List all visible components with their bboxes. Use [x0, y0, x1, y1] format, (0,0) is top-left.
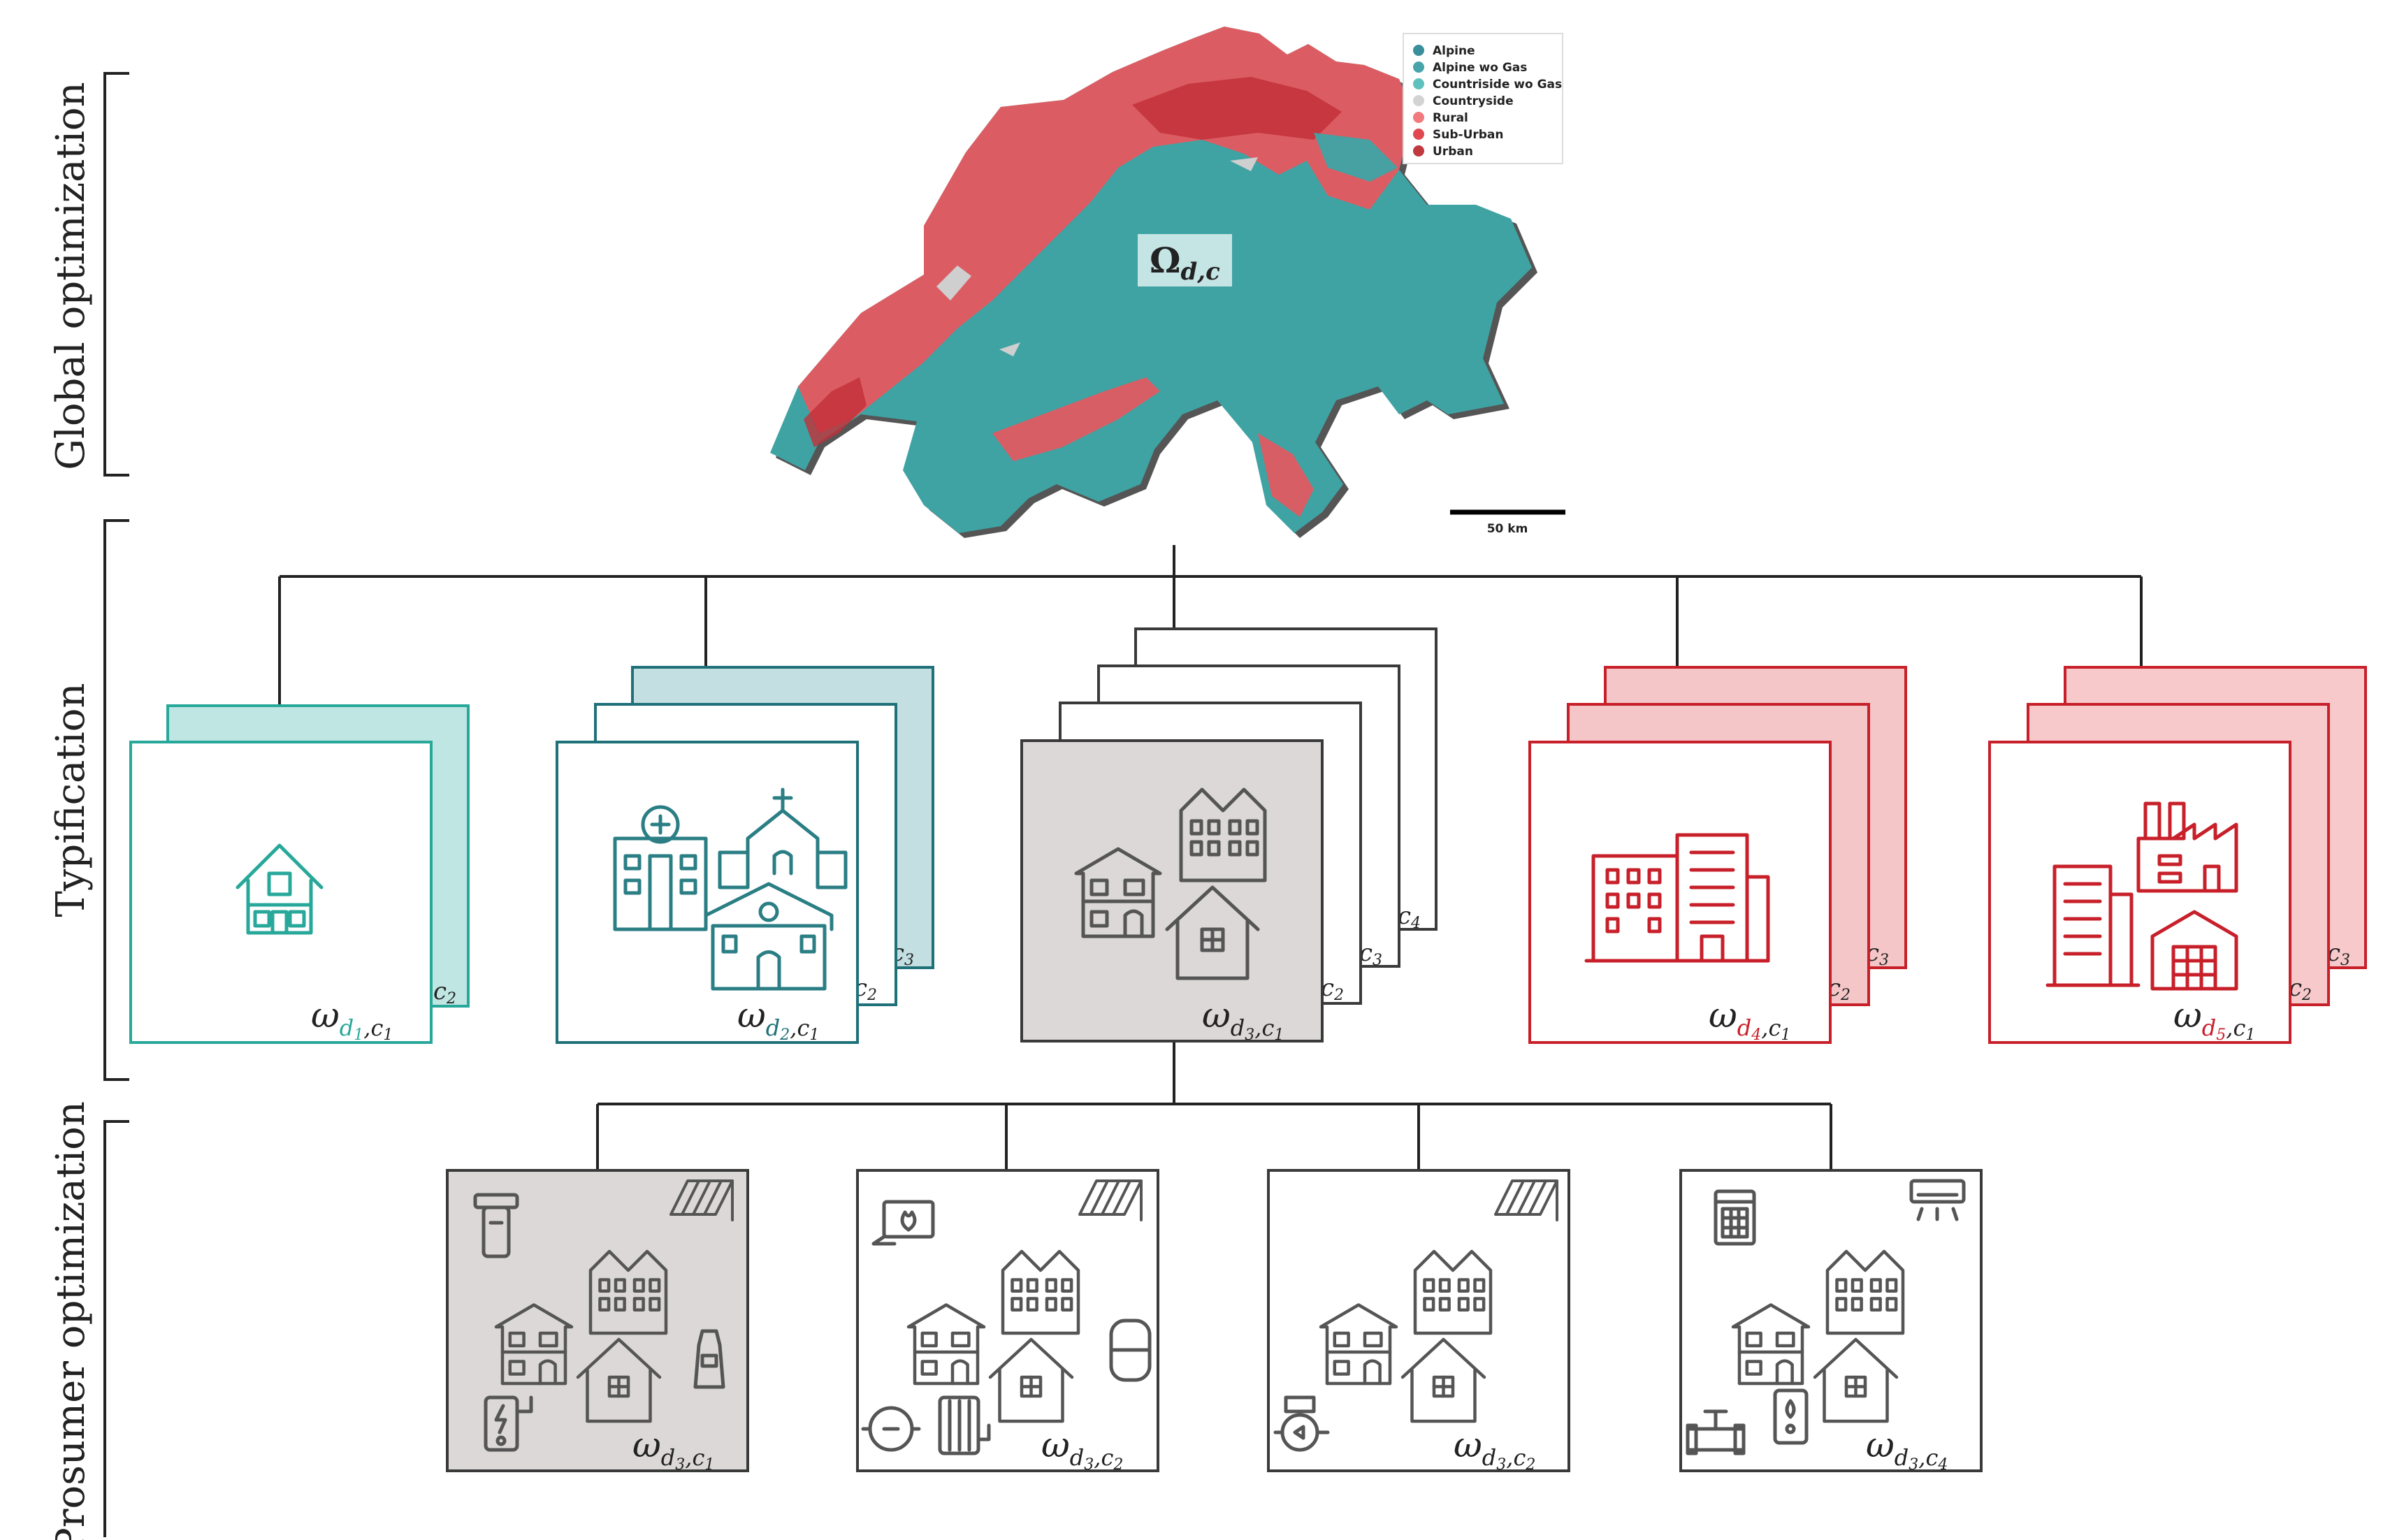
bracket-prosumer: [103, 1120, 129, 1537]
legend-swatch: [1413, 45, 1424, 56]
chalet-icon: [236, 843, 324, 935]
typification-d2[interactable]: c3 c2 ωd2,c1: [556, 666, 934, 1044]
omega-label-bg: [1138, 234, 1232, 286]
legend-label: Alpine: [1433, 44, 1475, 58]
typification-d3[interactable]: c4 c3 c2 ωd3,c1: [1020, 627, 1438, 1044]
connectors-top: [278, 545, 2143, 706]
pellet-boiler-icon: [693, 1329, 725, 1389]
label-prosumer-optimization: Prosumer optimization: [48, 1101, 94, 1540]
office-buildings-icon: [1584, 833, 1770, 963]
legend-swatch: [1413, 145, 1424, 157]
legend-label: Rural: [1433, 111, 1468, 125]
legend-swatch: [1413, 95, 1424, 106]
omega-dc-label: Ωd,c: [1150, 240, 1220, 286]
battery-panel-icon: [1714, 1189, 1756, 1246]
electric-boiler-icon: [1773, 1388, 1809, 1445]
legend-swatch: [1413, 112, 1424, 123]
legend-swatch: [1413, 61, 1424, 73]
legend-label: Countryside: [1433, 94, 1514, 108]
industrial-buildings-icon: [2045, 801, 2238, 991]
typification-d1[interactable]: c2 ωd1,c1: [129, 704, 470, 1044]
scale-bar-label: 50 km: [1487, 522, 1528, 536]
gas-boiler-icon: [871, 1200, 935, 1246]
tank-icon: [1109, 1319, 1152, 1382]
switzerland-map: Ωd,c: [770, 27, 1537, 538]
legend-label: Countriside wo Gas: [1433, 78, 1562, 92]
water-heater-icon: [473, 1193, 519, 1258]
label-typification: Typification: [48, 683, 94, 917]
heat-pump-icon: [1273, 1395, 1330, 1452]
label-global-optimization: Global optimization: [48, 82, 94, 470]
scale-bar: 50 km: [1450, 509, 1565, 536]
typification-d5[interactable]: c3 c2 ωd5,c1: [1988, 666, 2367, 1044]
typification-d4[interactable]: c3 c2 ωd4,c1: [1528, 666, 1907, 1044]
bracket-global: [103, 72, 129, 477]
public-buildings-icon: [613, 787, 848, 991]
prosumer-box-1[interactable]: ωd3,c1: [446, 1169, 749, 1474]
bracket-typification: [103, 519, 129, 1081]
air-conditioner-icon: [1909, 1179, 1966, 1221]
legend-label: Sub-Urban: [1433, 128, 1504, 142]
connectors-bottom: [596, 1043, 1832, 1170]
legend-swatch: [1413, 78, 1424, 89]
back-label-d1-c2: c2: [433, 978, 456, 1008]
valve-pipe-icon: [1686, 1409, 1746, 1455]
ev-charger-icon: [484, 1395, 533, 1452]
legend-label: Alpine wo Gas: [1433, 61, 1527, 75]
legend-swatch: [1413, 129, 1424, 140]
prosumer-box-2[interactable]: ωd3,c2: [856, 1169, 1159, 1474]
legend-label: Urban: [1433, 145, 1473, 159]
prosumer-box-4[interactable]: ωd3,c4: [1679, 1169, 1983, 1474]
meter-icon: [861, 1406, 921, 1452]
radiator-icon: [938, 1395, 991, 1455]
prosumer-box-3[interactable]: ωd3,c2: [1267, 1169, 1570, 1474]
